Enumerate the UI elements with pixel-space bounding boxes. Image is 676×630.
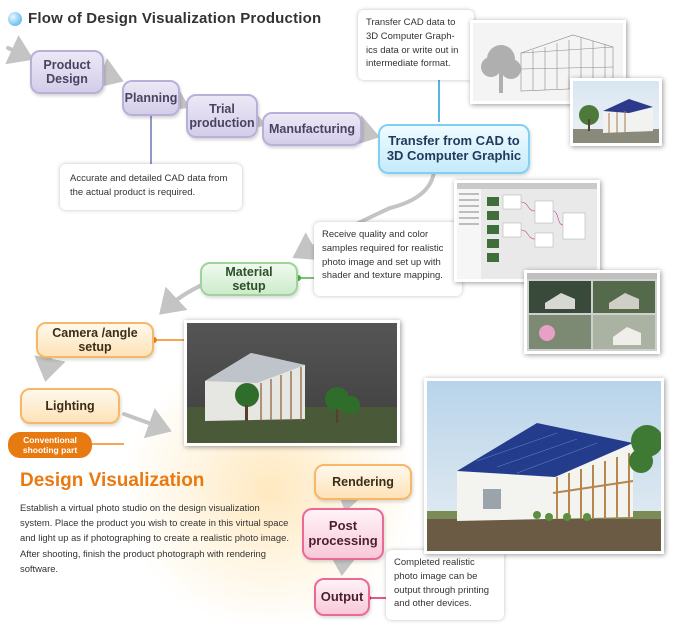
step-rendering: Rendering [314, 464, 412, 500]
arrow-lighting-to-rendering [122, 408, 172, 439]
arrow-product-to-planning [95, 57, 124, 88]
title-bullet-icon [8, 12, 22, 26]
arrow-camera-to-lighting [34, 355, 66, 382]
note-cad-data: Accurate and detailed CAD data from the … [60, 164, 242, 210]
step-lighting: Lighting [20, 388, 120, 424]
design-visualization-heading: Design Visualization [20, 470, 205, 491]
arrow-manufacturing-to-transfer [352, 115, 380, 146]
arrow-rendering-to-post [335, 484, 367, 512]
design-visualization-description: Establish a virtual photo studio on the … [20, 502, 289, 574]
shader-editor-screenshot-image [454, 180, 600, 282]
camera-setup-render-image [184, 320, 400, 446]
step-camera-angle-setup: Camera /angle setup [36, 322, 154, 358]
step-output: Output [314, 578, 370, 616]
step-product-design: Product Design [30, 50, 104, 94]
final-house-render-image [424, 378, 664, 554]
step-post-processing: Post processing [302, 508, 384, 560]
page-title: Flow of Design Visualization Production [28, 10, 322, 27]
arrow-start-to-product [5, 35, 34, 65]
step-material-setup: Material setup [200, 262, 298, 296]
conventional-shooting-tag: Conventional shooting part [8, 432, 92, 458]
arrow-material-to-camera [159, 282, 206, 315]
step-transfer-cad-3d: Transfer from CAD to 3D Computer Graphic [378, 124, 530, 174]
note-transfer: Transfer CAD data to 3D Computer Graph-i… [358, 10, 474, 80]
multi-viewport-screenshot-image [524, 270, 660, 354]
step-manufacturing: Manufacturing [262, 112, 362, 146]
note-output: Completed realistic photo image can be o… [386, 550, 504, 620]
arrow-post-to-output [327, 550, 360, 576]
step-planning: Planning [122, 80, 180, 116]
house-render-thumbnail-image [570, 78, 662, 146]
step-trial-production: Trial production [186, 94, 258, 138]
note-material: Receive quality and color samples requir… [314, 222, 462, 296]
